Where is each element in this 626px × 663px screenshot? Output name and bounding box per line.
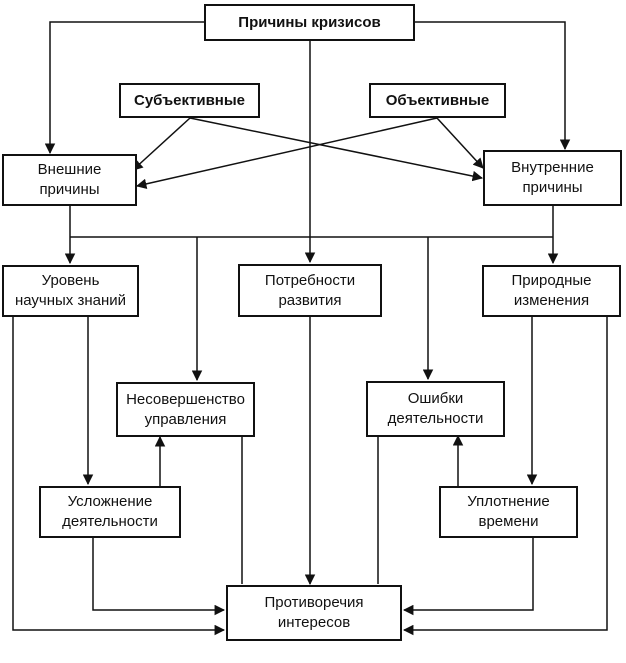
node-science-label: Уровень научных знаний <box>14 272 127 309</box>
node-external-label: Внешние причины <box>37 161 102 198</box>
node-errors: Ошибки деятельности <box>366 381 505 437</box>
edge-root-external <box>44 21 204 155</box>
node-internal-label: Внутренние причины <box>511 159 594 196</box>
node-root: Причины кризисов <box>204 4 415 41</box>
node-errors-label: Ошибки деятельности <box>387 390 484 427</box>
node-external: Внешние причины <box>2 154 137 206</box>
node-nature: Природные изменения <box>482 265 621 317</box>
edge-subjective-internal <box>189 117 484 182</box>
node-conflict-label: Противоречия интересов <box>264 594 364 631</box>
node-objective-label: Объективные <box>385 91 490 109</box>
node-compaction-label: Уплотнение времени <box>467 493 550 530</box>
node-complication-label: Усложнение деятельности <box>62 493 158 530</box>
edge-science-conflict <box>12 317 226 636</box>
edge-compaction-conflict <box>402 538 534 616</box>
node-management: Несовершенство управления <box>116 382 255 437</box>
node-conflict: Противоречия интересов <box>226 585 402 641</box>
edge-subjective-external <box>132 117 191 171</box>
node-nature-label: Природные изменения <box>511 272 592 309</box>
node-complication: Усложнение деятельности <box>39 486 181 538</box>
node-root-label: Причины кризисов <box>238 13 381 31</box>
node-objective: Объективные <box>369 83 506 118</box>
node-internal: Внутренние причины <box>483 150 622 206</box>
node-needs: Потребности развития <box>238 264 382 317</box>
edge-complication-conflict <box>92 538 226 616</box>
edge-root-internal <box>415 21 571 151</box>
node-science: Уровень научных знаний <box>2 265 139 317</box>
edge-nature-conflict <box>402 317 608 636</box>
node-compaction: Уплотнение времени <box>439 486 578 538</box>
node-subjective: Субъективные <box>119 83 260 118</box>
node-subjective-label: Субъективные <box>133 91 246 109</box>
node-management-label: Несовершенство управления <box>126 390 245 428</box>
edge-objective-internal <box>436 117 484 169</box>
edge-objective-external <box>135 117 438 190</box>
node-needs-label: Потребности развития <box>264 271 356 309</box>
